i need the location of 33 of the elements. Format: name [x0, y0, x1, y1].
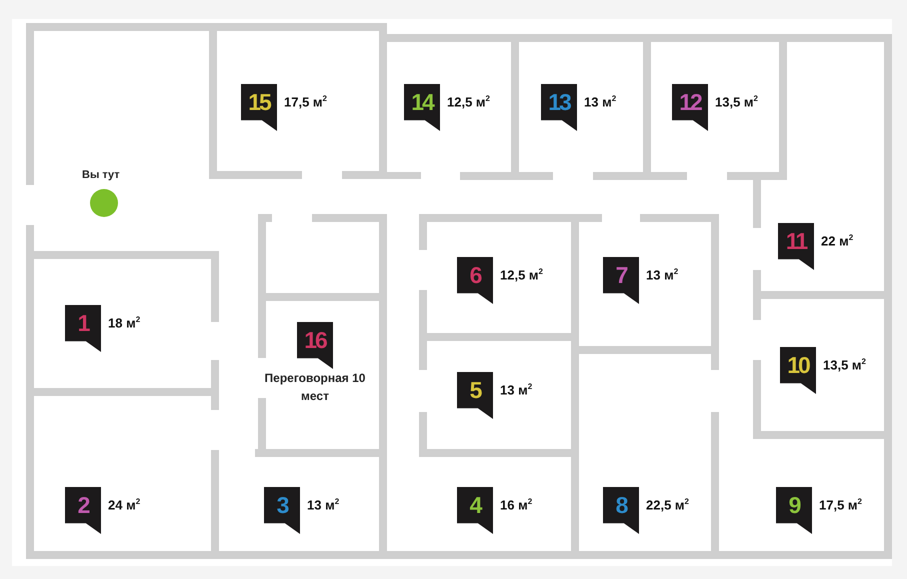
room-number-marker: 1: [65, 305, 101, 352]
room-area-label: 17,5 м$^{2}$: [284, 94, 327, 110]
room-area-label: 22 м$^{2}$: [821, 233, 854, 248]
room-number-marker: 16: [297, 322, 333, 369]
room-number-marker: 6: [457, 257, 493, 304]
room-number-marker: 15: [241, 84, 277, 131]
room-number-marker: 5: [457, 372, 493, 419]
room-area-label: 13,5 м$^{2}$: [823, 357, 866, 372]
room-number-marker: 7: [603, 257, 639, 304]
room-area-label: 17,5 м$^{2}$: [819, 497, 862, 512]
room-area-label: 13 м$^{2}$: [646, 267, 678, 282]
room-number-marker: 13: [541, 84, 577, 131]
room-area-label: 16 м$^{2}$: [500, 497, 532, 512]
room-area-label: 13 м$^{2}$: [307, 497, 340, 512]
room-number-marker: 10: [780, 347, 816, 394]
room-area-label: 12,5 м$^{2}$: [500, 267, 543, 282]
room-area-label: 12,5 м$^{2}$: [447, 94, 490, 110]
you-are-here-label: Вы тут: [82, 169, 120, 181]
room-number-marker: 11: [778, 223, 814, 270]
room-area-label: 22,5 м$^{2}$: [646, 497, 689, 512]
room-number-marker: 8: [603, 487, 639, 534]
room-number-marker: 3: [264, 487, 300, 534]
room-area-label: 13,5 м$^{2}$: [715, 94, 758, 110]
room-area-label: 13 м$^{2}$: [500, 382, 532, 398]
room-description: Переговорная 10 мест: [264, 370, 366, 405]
room-number-marker: 14: [404, 84, 440, 131]
room-number-marker: 9: [776, 487, 812, 534]
room-area-label: 18 м$^{2}$: [108, 315, 140, 330]
room-number-marker: 2: [65, 487, 101, 534]
room-number-marker: 12: [672, 84, 708, 131]
room-area-label: 13 м$^{2}$: [584, 94, 616, 110]
room-area-label: 24 м$^{2}$: [108, 497, 140, 512]
room-number-marker: 4: [457, 487, 493, 534]
